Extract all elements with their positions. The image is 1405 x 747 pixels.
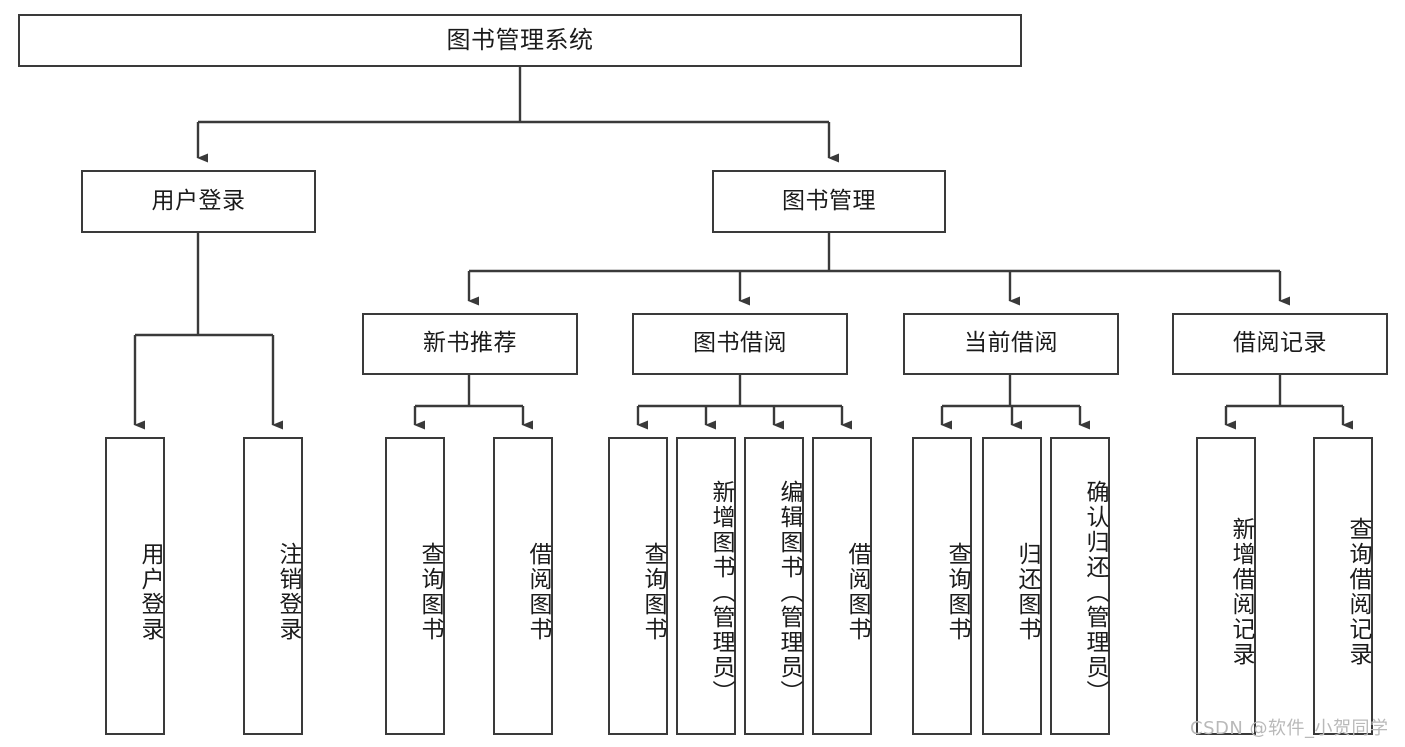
leaf-user-login-login[interactable]: 用户登录 bbox=[105, 437, 165, 735]
leaf-borrow-add-book-admin[interactable]: 新增图书（管理员） bbox=[676, 437, 736, 735]
leaf-current-return-book[interactable]: 归还图书 bbox=[982, 437, 1042, 735]
leaf-record-add-record[interactable]: 新增借阅记录 bbox=[1196, 437, 1256, 735]
node-book-borrow[interactable]: 图书借阅 bbox=[632, 313, 848, 375]
node-book-management[interactable]: 图书管理 bbox=[712, 170, 946, 233]
leaf-borrow-query-book[interactable]: 查询图书 bbox=[608, 437, 668, 735]
node-user-login[interactable]: 用户登录 bbox=[81, 170, 316, 233]
node-new-book-recommend[interactable]: 新书推荐 bbox=[362, 313, 578, 375]
leaf-newbook-borrow-book[interactable]: 借阅图书 bbox=[493, 437, 553, 735]
watermark-csdn: CSDN @软件_小贺同学 bbox=[1190, 718, 1389, 739]
leaf-borrow-borrow-book[interactable]: 借阅图书 bbox=[812, 437, 872, 735]
leaf-user-login-logout[interactable]: 注销登录 bbox=[243, 437, 303, 735]
leaf-current-confirm-return-admin[interactable]: 确认归还（管理员） bbox=[1050, 437, 1110, 735]
node-root-system[interactable]: 图书管理系统 bbox=[18, 14, 1022, 67]
node-borrow-record[interactable]: 借阅记录 bbox=[1172, 313, 1388, 375]
leaf-current-query-book[interactable]: 查询图书 bbox=[912, 437, 972, 735]
node-current-borrow[interactable]: 当前借阅 bbox=[903, 313, 1119, 375]
leaf-newbook-query-book[interactable]: 查询图书 bbox=[385, 437, 445, 735]
leaf-record-query-record[interactable]: 查询借阅记录 bbox=[1313, 437, 1373, 735]
leaf-borrow-edit-book-admin[interactable]: 编辑图书（管理员） bbox=[744, 437, 804, 735]
